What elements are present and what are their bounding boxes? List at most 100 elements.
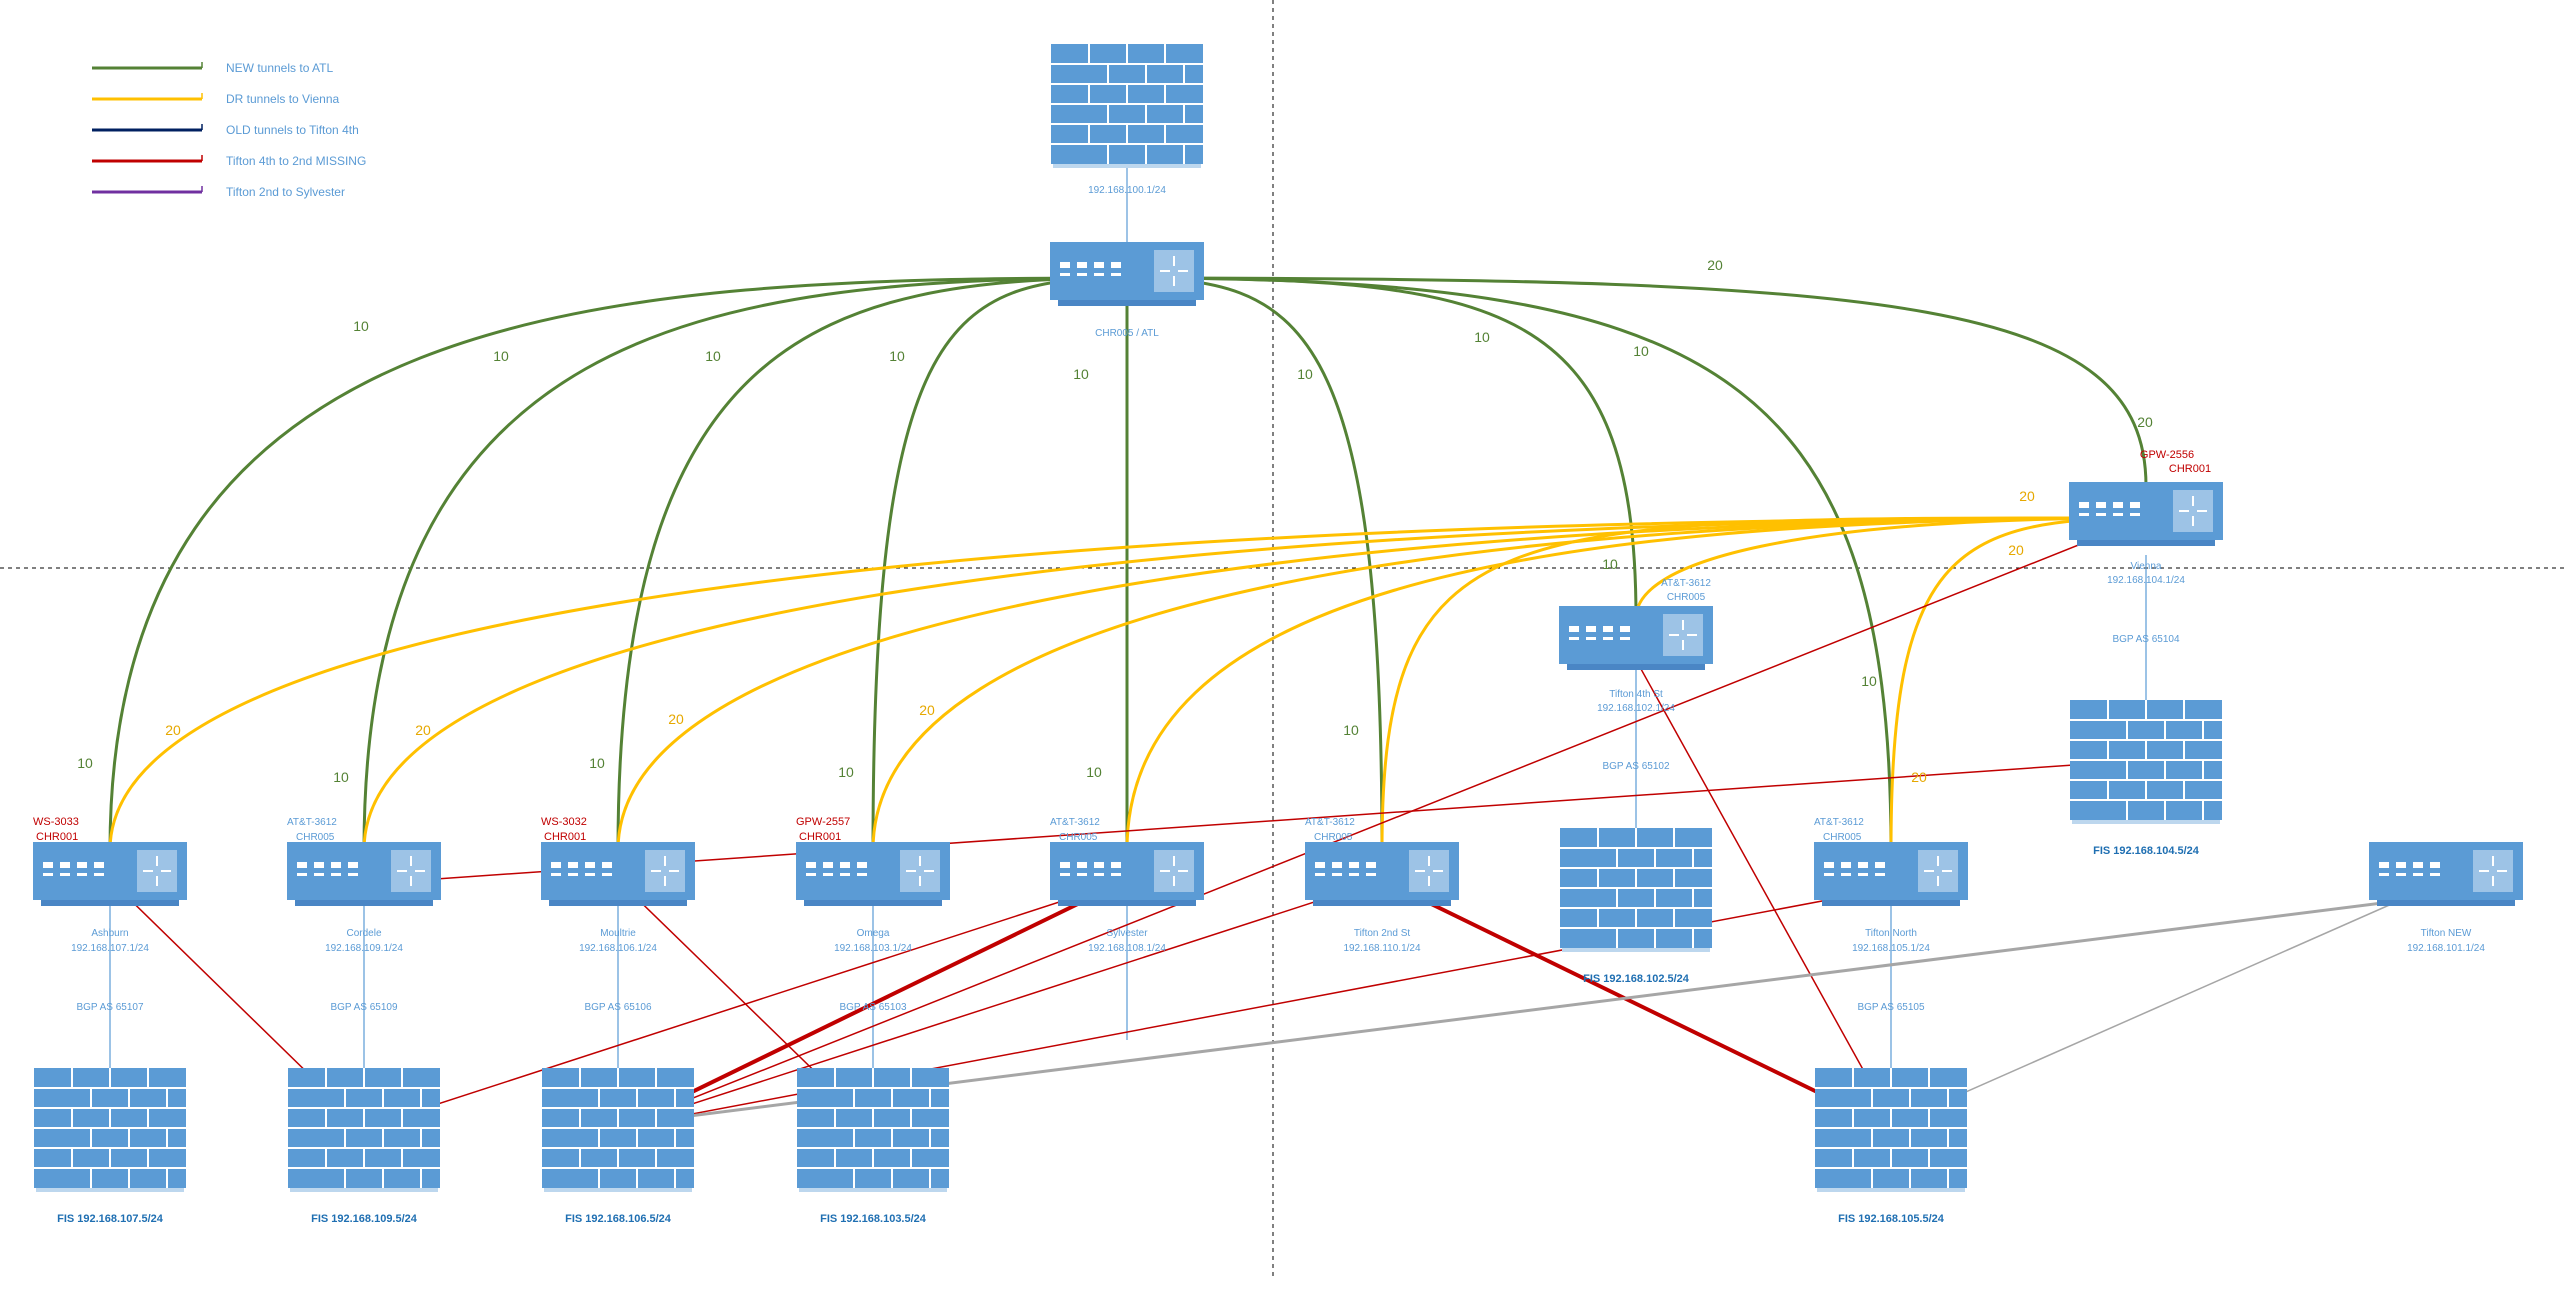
port-icon [1315, 873, 1325, 876]
vienna-fis: FIS 192.168.104.5/24 [2093, 845, 2200, 857]
tifton4-tag2: CHR005 [1667, 592, 1706, 603]
site-tag: GPW-2557 [796, 816, 850, 828]
atl-weight: 20 [1707, 257, 1723, 273]
port-icon [1569, 626, 1579, 632]
site-tag: AT&T-3612 [1305, 817, 1355, 828]
site-bgp: BGP AS 65109 [330, 1002, 398, 1013]
site-router [33, 842, 187, 906]
site-name: Tifton 2nd St [1354, 928, 1411, 939]
site-fis: FIS 192.168.107.5/24 [57, 1213, 164, 1225]
atl-tunnel-line [362, 276, 1128, 851]
vienna-bgp: BGP AS 65104 [2112, 634, 2180, 645]
arrows-icon [1415, 856, 1443, 886]
site-router [796, 842, 950, 906]
site-tag2: CHR005 [1059, 832, 1098, 843]
site-bgp: BGP AS 65107 [76, 1002, 144, 1013]
site-ip: 192.168.105.1/24 [1852, 943, 1930, 954]
vienna-name: Vienna [2131, 561, 2162, 572]
site-tag2: CHR005 [296, 832, 335, 843]
site-name: Ashburn [91, 928, 128, 939]
port-icon [551, 862, 561, 868]
port-icon [1349, 873, 1359, 876]
port-icon [1858, 873, 1868, 876]
port-icon [2413, 873, 2423, 876]
tifton4-bgp: BGP AS 65102 [1602, 761, 1670, 772]
router-base [295, 900, 433, 906]
firewall-base [1053, 164, 1201, 168]
port-icon [1366, 862, 1376, 868]
site-firewall [288, 1068, 440, 1192]
site-fis: FIS 192.168.109.5/24 [311, 1213, 418, 1225]
router-base [2077, 540, 2215, 546]
site-name: Tifton North [1865, 928, 1917, 939]
atl-weight: 10 [889, 348, 905, 364]
tifton4-tag: AT&T-3612 [1661, 578, 1711, 589]
port-icon [1077, 862, 1087, 868]
site-tag: WS-3033 [33, 816, 79, 828]
hub-firewall-ip: 192.168.100.1/24 [1088, 185, 1166, 196]
legend-item-label: DR tunnels to Vienna [226, 92, 340, 106]
atl-tunnel-line [1126, 276, 1638, 619]
port-icon [1094, 873, 1104, 876]
site-router [2369, 842, 2523, 906]
missing-tunnel-line [615, 878, 1128, 1130]
router-base [2377, 900, 2515, 906]
atl-end-weight: 10 [1861, 673, 1877, 689]
site-ip: 192.168.106.1/24 [579, 943, 657, 954]
site-ip: 192.168.110.1/24 [1343, 943, 1421, 954]
site-ip: 192.168.103.1/24 [834, 943, 912, 954]
port-icon [568, 862, 578, 868]
port-icon [60, 873, 70, 876]
vienna-tunnel-line [362, 516, 2147, 851]
missing-tunnel-line [1381, 878, 1894, 1130]
router-base [1058, 300, 1196, 306]
atl-weight: 10 [1474, 329, 1490, 345]
port-icon [2096, 513, 2106, 516]
port-icon [1315, 862, 1325, 868]
atl-weight: 10 [705, 348, 721, 364]
dr-weight: 20 [1911, 769, 1927, 785]
port-icon [1094, 273, 1104, 276]
site-firewall [542, 1068, 694, 1192]
port-icon [2113, 513, 2123, 516]
dr-weight: 20 [919, 702, 935, 718]
site-fis: FIS 192.168.105.5/24 [1838, 1213, 1945, 1225]
site-router [1814, 842, 1968, 906]
port-icon [1060, 262, 1070, 268]
atl-tunnel-line [616, 276, 1128, 851]
port-icon [60, 862, 70, 868]
port-icon [840, 873, 850, 876]
site-tag2: CHR005 [1314, 832, 1353, 843]
port-icon [1060, 873, 1070, 876]
port-icon [2396, 862, 2406, 868]
dr-weight: 20 [668, 711, 684, 727]
port-icon [1603, 626, 1613, 632]
firewall-base [290, 1188, 438, 1192]
port-icon [43, 862, 53, 868]
router-base [1058, 900, 1196, 906]
site-router [1305, 842, 1459, 906]
vienna-firewall [2070, 700, 2222, 824]
legend-item-label: OLD tunnels to Tifton 4th [226, 123, 359, 137]
firewall-base [36, 1188, 184, 1192]
port-icon [1111, 273, 1121, 276]
atl-end-weight: 10 [333, 769, 349, 785]
port-icon [1824, 862, 1834, 868]
port-icon [1875, 873, 1885, 876]
site-bgp: BGP AS 65105 [1857, 1002, 1925, 1013]
port-icon [1332, 873, 1342, 876]
tifton4-firewall [1560, 828, 1712, 952]
port-icon [1077, 273, 1087, 276]
atl-end-weight: 10 [1343, 722, 1359, 738]
atl-weight: 10 [493, 348, 509, 364]
site-firewall [797, 1068, 949, 1192]
vienna-tunnel-line [1125, 516, 2147, 851]
port-icon [2113, 502, 2123, 508]
site-tag2: CHR005 [1823, 832, 1862, 843]
hub-firewall [1051, 44, 1203, 168]
site-name: Moultrie [600, 928, 636, 939]
legend-item-label: Tifton 4th to 2nd MISSING [226, 154, 366, 168]
atl-weight: 10 [353, 318, 369, 334]
site-name: Sylvester [1106, 928, 1148, 939]
port-icon [2096, 502, 2106, 508]
